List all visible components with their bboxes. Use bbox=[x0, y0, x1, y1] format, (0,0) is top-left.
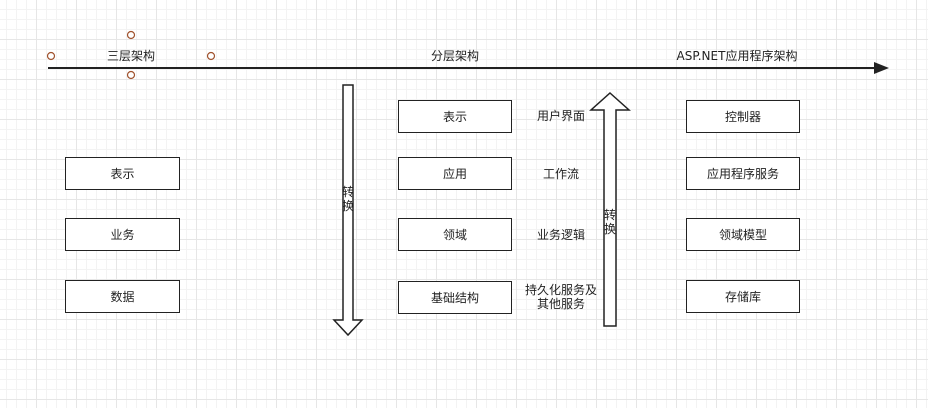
down-arrow-label: 转换 bbox=[342, 185, 355, 213]
three-tier-data-box[interactable]: 数据 bbox=[65, 280, 180, 313]
aspnet-controller-box[interactable]: 控制器 bbox=[686, 100, 800, 133]
layered-application-box[interactable]: 应用 bbox=[398, 157, 512, 190]
aspnet-app-services-box[interactable]: 应用程序服务 bbox=[686, 157, 800, 190]
layered-application-desc: 工作流 bbox=[542, 167, 580, 181]
selection-handle-top[interactable] bbox=[126, 30, 136, 40]
selection-handle-left[interactable] bbox=[46, 51, 56, 61]
axis-label-three-tier: 三层架构 bbox=[106, 49, 156, 63]
up-arrow-label: 转换 bbox=[604, 208, 617, 236]
layered-infrastructure-desc: 持久化服务及 其他服务 bbox=[524, 283, 598, 311]
three-tier-presentation-box[interactable]: 表示 bbox=[65, 157, 180, 190]
layered-infrastructure-box[interactable]: 基础结构 bbox=[398, 281, 512, 314]
selection-handle-bottom[interactable] bbox=[126, 70, 136, 80]
up-arrow-shape bbox=[589, 91, 631, 327]
aspnet-domain-model-box[interactable]: 领域模型 bbox=[686, 218, 800, 251]
layered-presentation-desc: 用户界面 bbox=[536, 109, 586, 123]
down-arrow-shape bbox=[332, 84, 364, 337]
three-tier-business-box[interactable]: 业务 bbox=[65, 218, 180, 251]
layered-domain-desc: 业务逻辑 bbox=[536, 228, 586, 242]
layered-presentation-box[interactable]: 表示 bbox=[398, 100, 512, 133]
aspnet-repository-box[interactable]: 存储库 bbox=[686, 280, 800, 313]
axis-label-aspnet: ASP.NET应用程序架构 bbox=[676, 49, 798, 63]
layered-domain-box[interactable]: 领域 bbox=[398, 218, 512, 251]
timeline-arrowhead bbox=[874, 62, 889, 74]
axis-label-layered: 分层架构 bbox=[430, 49, 480, 63]
selection-handle-right[interactable] bbox=[206, 51, 216, 61]
